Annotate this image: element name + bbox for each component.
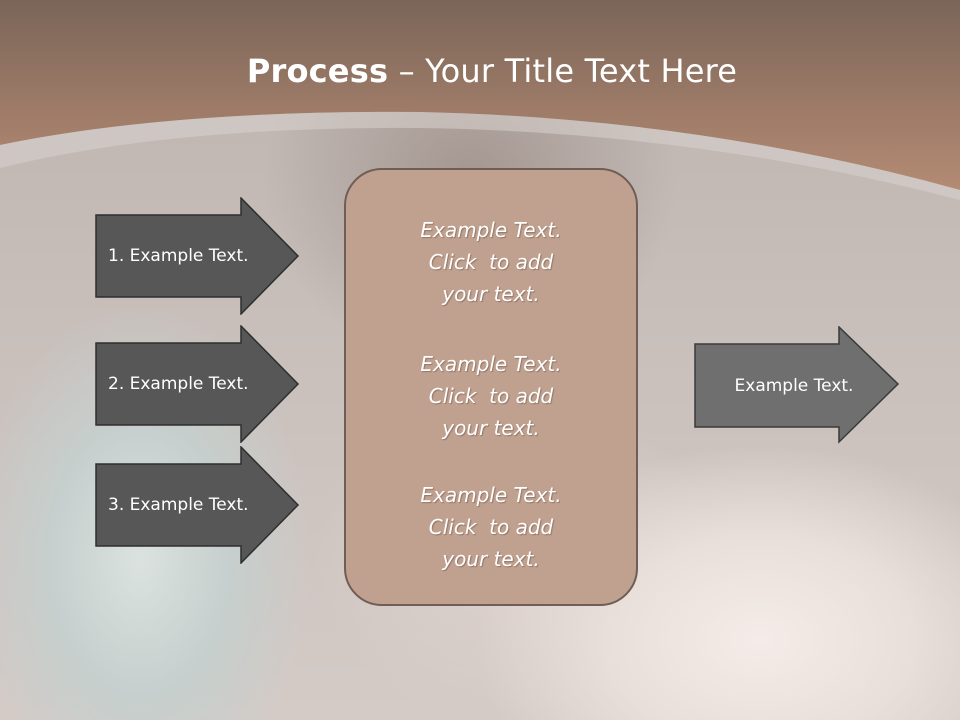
left-arrow-2-label: 2. Example Text. xyxy=(108,374,249,394)
left-arrow-2[interactable]: 2. Example Text. xyxy=(95,325,300,443)
arrow-shape xyxy=(95,446,300,564)
center-item-3-line-3: your text. xyxy=(442,547,540,571)
arrow-shape xyxy=(95,197,300,315)
right-arrow[interactable]: Example Text. xyxy=(694,326,900,444)
header-band xyxy=(0,0,960,200)
arrow-shape xyxy=(95,325,300,443)
center-item-3-line-1: Example Text. xyxy=(420,483,562,507)
slide-title: Process – Your Title Text Here xyxy=(0,52,960,90)
left-arrow-3-label: 3. Example Text. xyxy=(108,495,249,515)
center-item-2-line-2: Click to add xyxy=(428,384,554,408)
left-arrow-1-label: 1. Example Text. xyxy=(108,246,249,266)
center-item-1-line-2: Click to add xyxy=(428,250,554,274)
left-arrow-3[interactable]: 3. Example Text. xyxy=(95,446,300,564)
right-arrow-label: Example Text. xyxy=(734,375,854,396)
title-bold: Process xyxy=(246,52,389,90)
center-item-2-line-3: your text. xyxy=(442,416,540,440)
center-item-1-line-3: your text. xyxy=(442,282,540,306)
title-rest: – Your Title Text Here xyxy=(388,52,738,90)
center-item-2-line-1: Example Text. xyxy=(420,352,562,376)
center-item-1: Example Text. Click to add your text. xyxy=(346,214,636,310)
center-item-2: Example Text. Click to add your text. xyxy=(346,348,636,444)
center-item-3-line-2: Click to add xyxy=(428,515,554,539)
center-item-3: Example Text. Click to add your text. xyxy=(346,479,636,575)
arrow-shape xyxy=(694,326,900,444)
center-text-box[interactable]: Example Text. Click to add your text. Ex… xyxy=(344,168,638,606)
left-arrow-1[interactable]: 1. Example Text. xyxy=(95,197,300,315)
center-item-1-line-1: Example Text. xyxy=(420,218,562,242)
